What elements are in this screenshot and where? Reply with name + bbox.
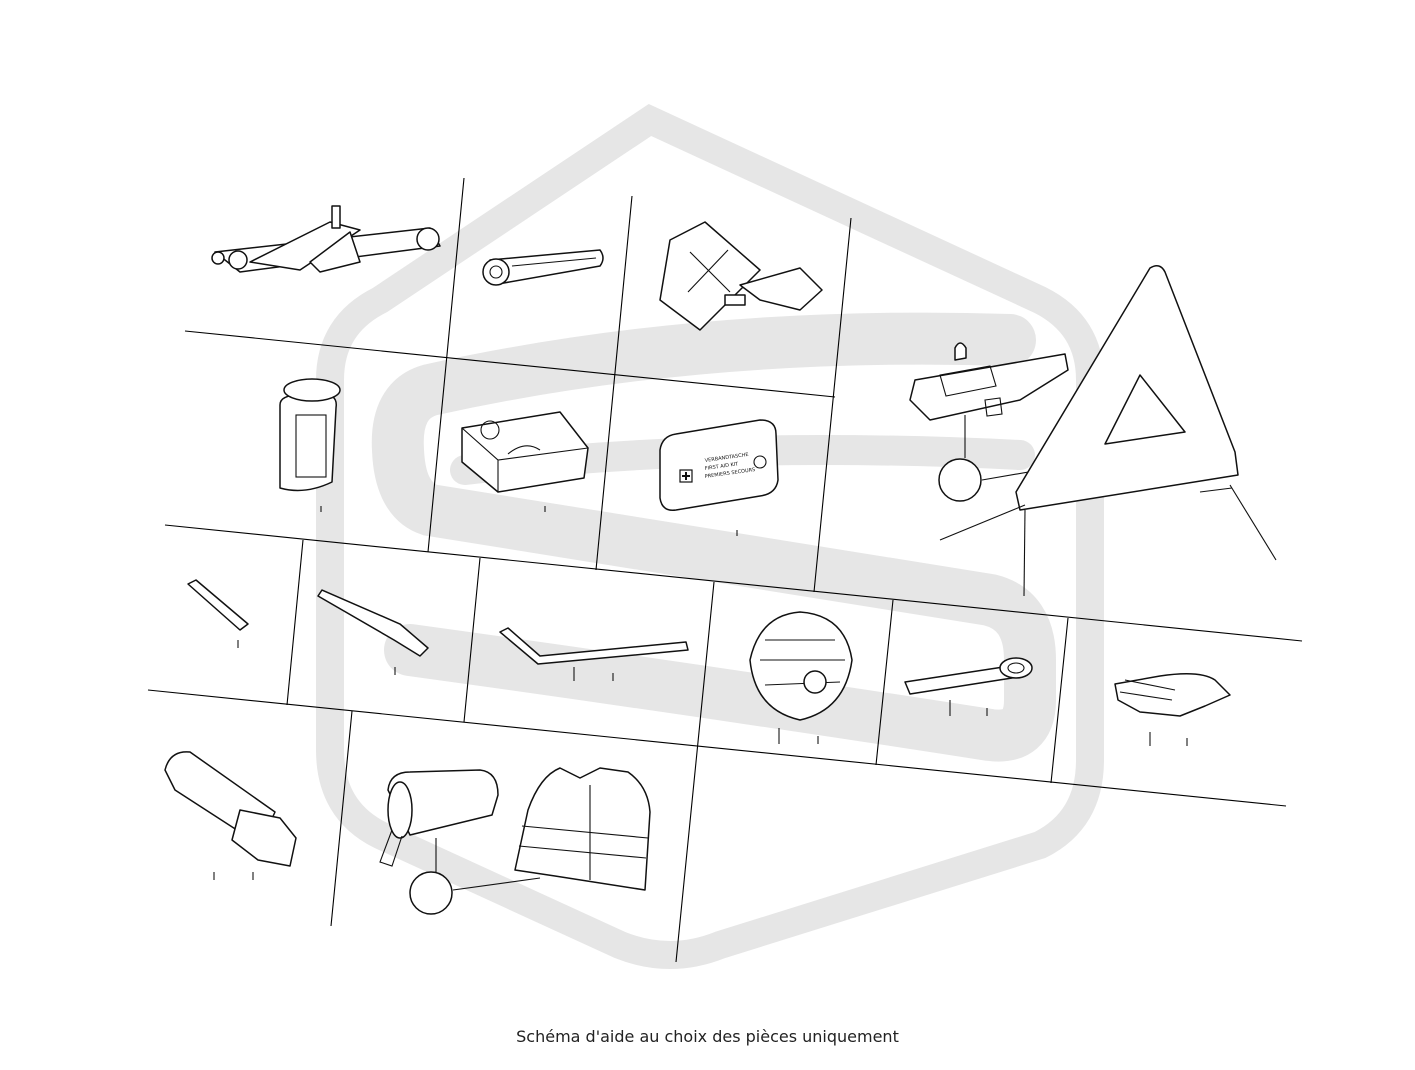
work-gloves-icon bbox=[1114, 673, 1231, 746]
first-aid-line-2: FIRST AID KIT bbox=[704, 461, 739, 472]
towing-eye-icon bbox=[904, 657, 1033, 716]
ratchet-wrench-icon bbox=[482, 249, 604, 286]
vest-pouch-icon bbox=[379, 769, 541, 915]
tire-lever-icon bbox=[317, 589, 429, 675]
grid-lines bbox=[147, 177, 1303, 963]
adapter-bolt-icon bbox=[187, 579, 249, 648]
wheel-chock-icon bbox=[659, 221, 823, 331]
tire-inflator-icon bbox=[461, 411, 589, 512]
flashlight-icon bbox=[164, 751, 297, 880]
hubcap-wheel-icon bbox=[749, 611, 853, 744]
safety-vest-icon bbox=[514, 767, 651, 891]
bracket-clip-icon bbox=[909, 342, 1069, 502]
warning-triangle-icon bbox=[939, 265, 1277, 597]
lug-wrench-icon bbox=[499, 627, 689, 681]
scissor-jack-icon bbox=[211, 205, 441, 273]
caption: Schéma d'aide au choix des pièces unique… bbox=[516, 1027, 899, 1046]
compressor-bottle-icon bbox=[279, 378, 341, 512]
first-aid-kit-icon: VERBANDTASCHE FIRST AID KIT PREMIERS SEC… bbox=[659, 419, 779, 536]
